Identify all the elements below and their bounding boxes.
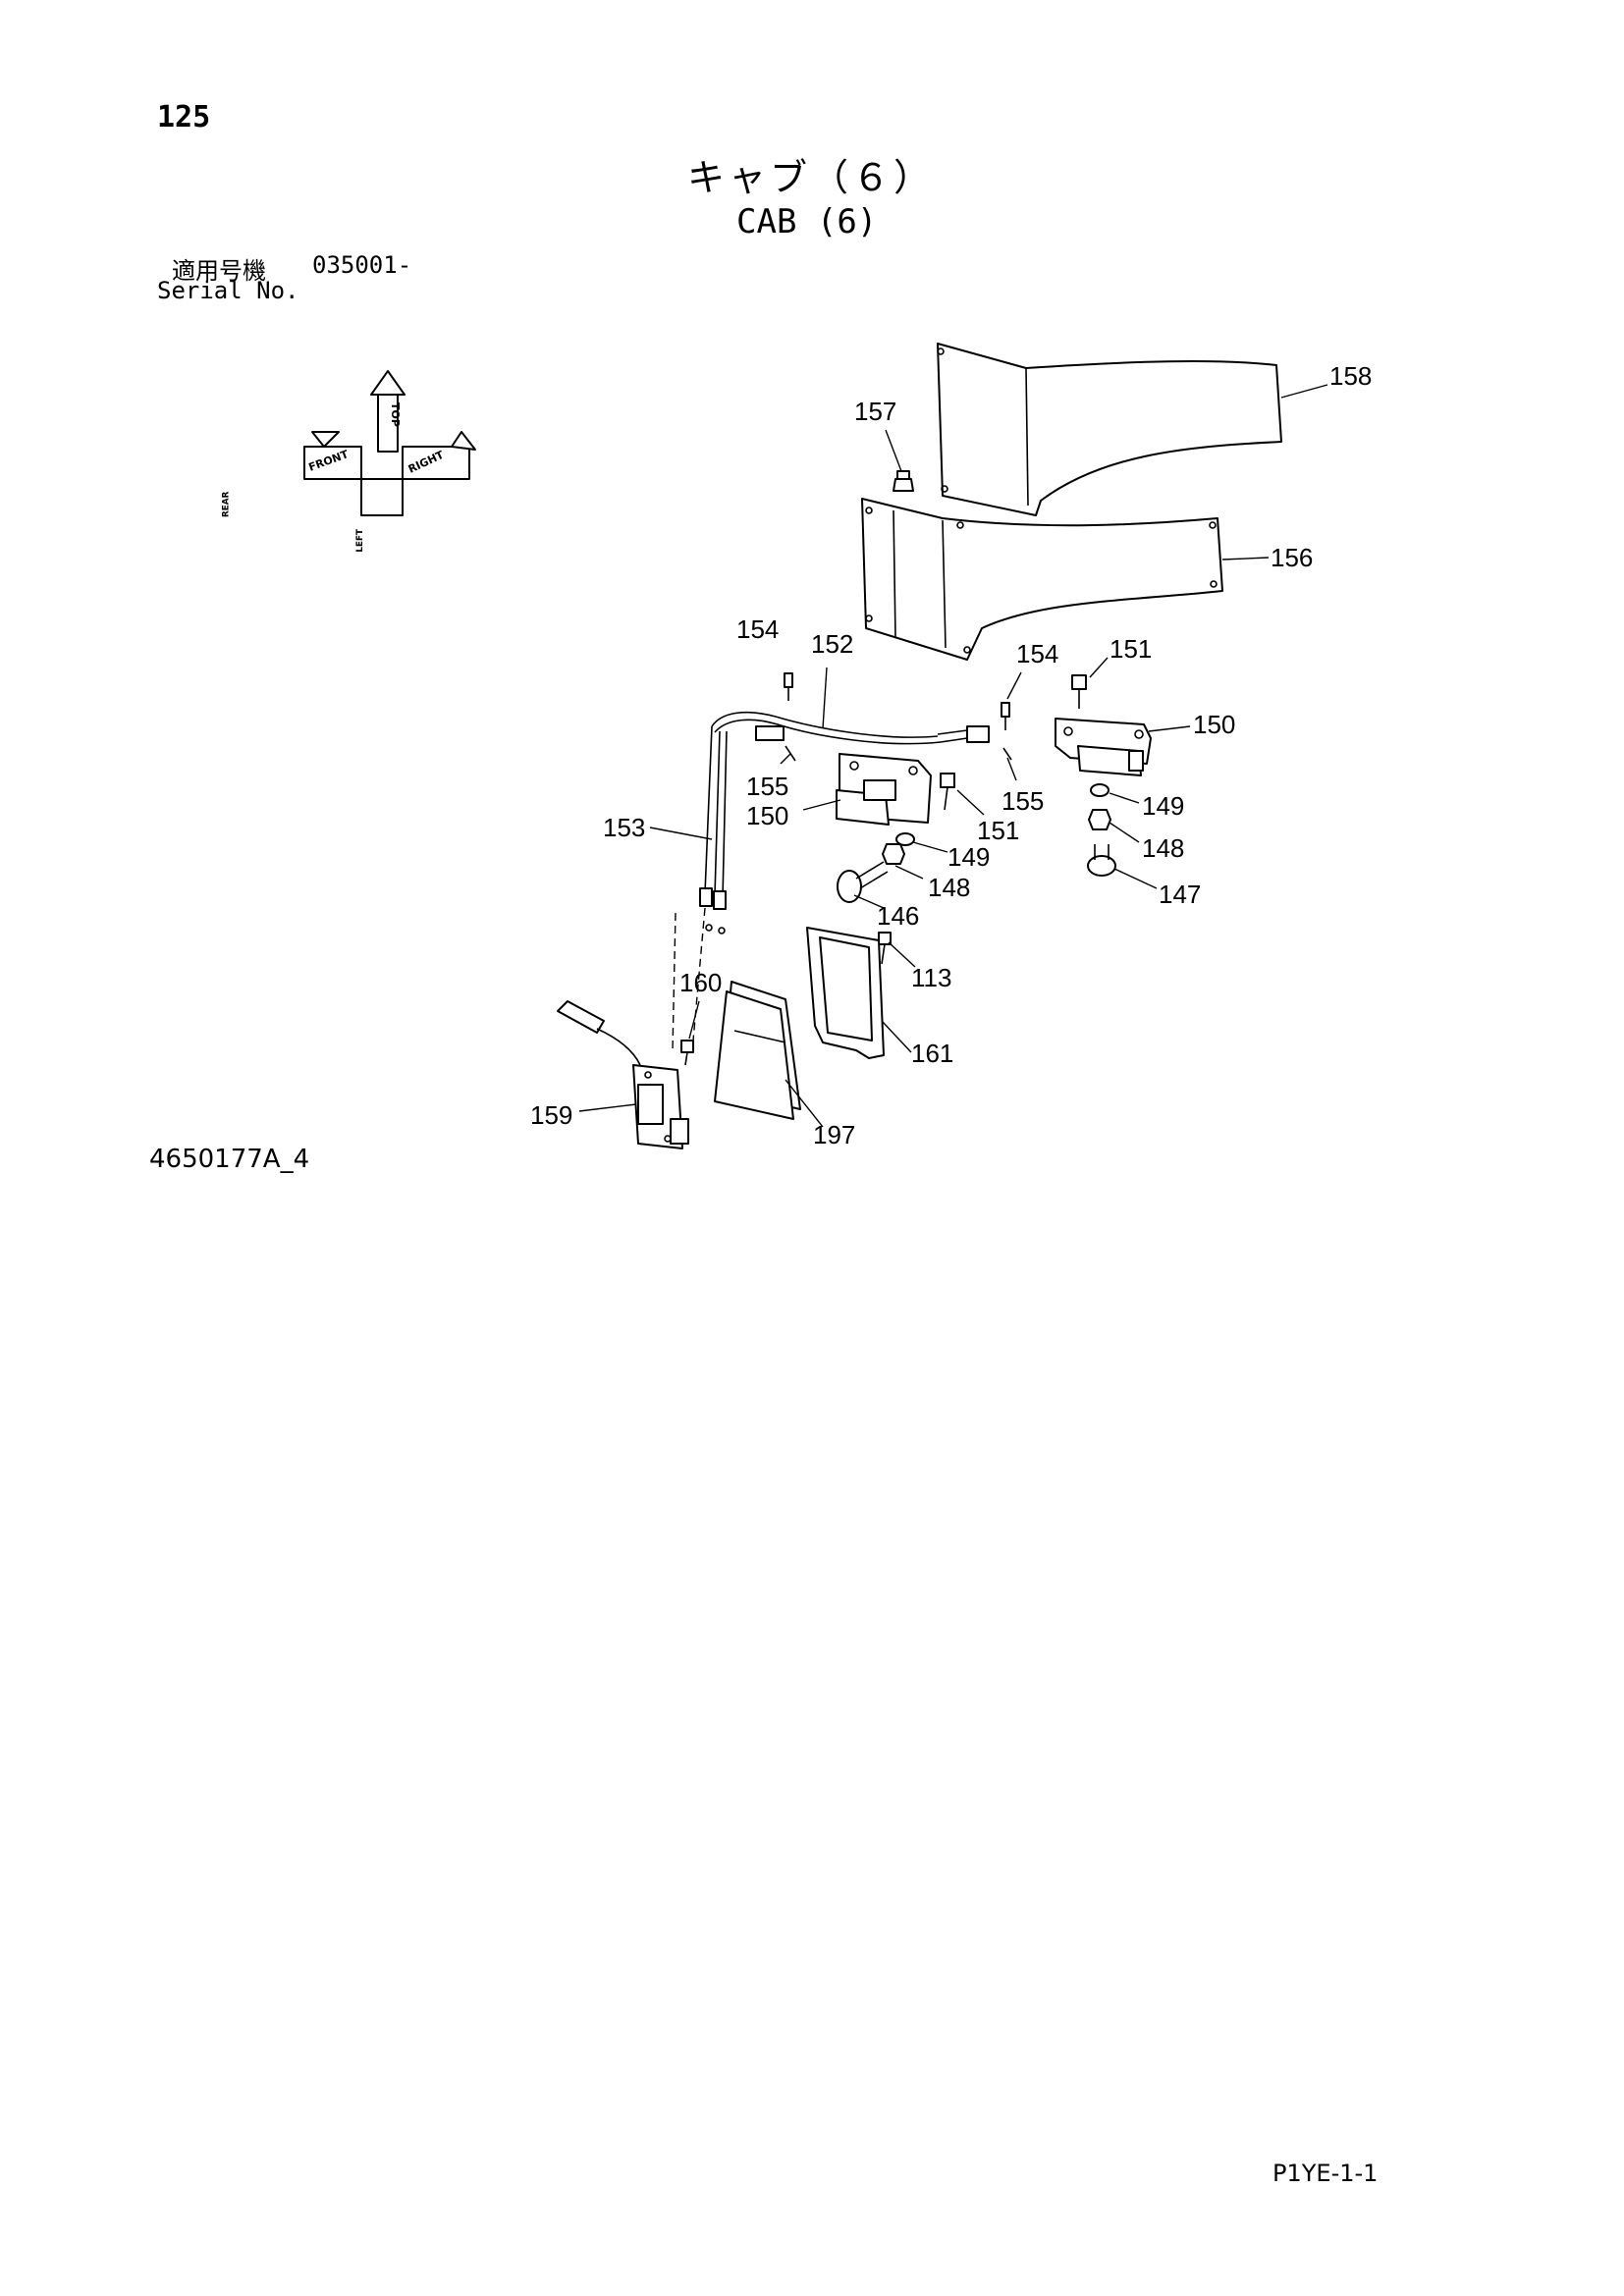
page-title-english: CAB (6)	[736, 202, 878, 241]
part-160-screw	[680, 1040, 694, 1066]
part-153-cable	[699, 725, 728, 934]
part-155-pin-left	[785, 745, 796, 762]
part-159-pedal	[557, 1000, 689, 1149]
orientation-left-arrowhead	[451, 431, 476, 451]
part-150-bracket-right	[1055, 718, 1152, 776]
part-150-bracket-center	[836, 753, 932, 826]
leader-113	[888, 941, 916, 968]
cable-connection-dash	[672, 912, 677, 1051]
callout-151-center: 151	[977, 816, 1019, 845]
leader-150-center	[802, 799, 841, 811]
leader-149-center	[912, 841, 948, 853]
callout-153: 153	[603, 813, 645, 842]
callout-149-center: 149	[947, 842, 990, 872]
orientation-base-face	[360, 478, 404, 516]
leader-148-right	[1109, 822, 1140, 843]
callout-155-right: 155	[1001, 786, 1044, 816]
leader-151-center	[956, 789, 985, 816]
part-197-sheet	[714, 981, 801, 1120]
leader-156	[1221, 557, 1270, 561]
page-code: P1YE-1-1	[1272, 2160, 1379, 2187]
leader-152	[822, 667, 828, 729]
callout-161: 161	[911, 1039, 953, 1068]
leader-149-right	[1109, 792, 1140, 804]
cable-connection-dash-2	[692, 907, 706, 1041]
leader-160	[688, 1000, 700, 1040]
callout-160: 160	[679, 968, 722, 997]
part-147-knob	[1087, 844, 1116, 877]
leader-197	[785, 1079, 824, 1128]
callout-146: 146	[877, 901, 919, 931]
page-title-japanese: キャブ（６）	[687, 156, 936, 199]
callout-158: 158	[1329, 361, 1372, 391]
orientation-top-label: TOP	[389, 402, 402, 427]
callout-197: 197	[813, 1120, 855, 1149]
part-154-screw-right	[1001, 702, 1010, 730]
part-151-bolt-right	[1071, 674, 1087, 709]
part-155-pin-right	[1002, 747, 1012, 761]
part-151-bolt-center	[940, 773, 955, 811]
callout-150-center: 150	[746, 801, 788, 830]
leader-148-center	[894, 865, 924, 880]
callout-147: 147	[1159, 880, 1201, 909]
callout-155-left: 155	[746, 772, 788, 801]
orientation-top-arrowhead	[370, 370, 406, 396]
leader-155-right	[1006, 757, 1017, 781]
callout-150-right: 150	[1193, 710, 1235, 739]
drawing-number: 4650177A_4	[149, 1145, 310, 1174]
serial-label-english: Serial No.	[157, 277, 299, 304]
leader-153	[649, 827, 713, 840]
callout-157: 157	[854, 397, 896, 426]
leader-161	[881, 1020, 912, 1053]
leader-155-left	[780, 753, 791, 765]
serial-label-japanese: 適用号機	[172, 257, 266, 285]
callout-148-right: 148	[1142, 833, 1184, 863]
leader-157	[885, 429, 902, 472]
part-149-washer-right	[1090, 783, 1110, 797]
part-157-screw	[893, 470, 914, 492]
part-148-nut-right	[1088, 809, 1111, 830]
part-161-holder	[806, 927, 885, 1059]
orientation-rear-label: REAR	[222, 491, 232, 517]
serial-number-range: 035001-	[312, 251, 412, 279]
callout-154-left: 154	[736, 614, 779, 644]
callout-113: 113	[911, 963, 951, 992]
leader-150-right	[1148, 725, 1191, 732]
orientation-left-label: LEFT	[355, 529, 365, 553]
part-154-screw-left	[784, 672, 793, 701]
part-152-cable	[711, 711, 990, 745]
part-149-washer-center	[895, 832, 915, 846]
callout-156: 156	[1271, 543, 1313, 572]
orientation-indicator: FRONT RIGHT TOP REAR LEFT	[222, 370, 476, 553]
leader-147	[1113, 868, 1158, 889]
callout-159: 159	[530, 1100, 572, 1130]
part-156-cover-panel	[861, 498, 1223, 661]
orientation-right-face	[402, 446, 470, 480]
orientation-rear-arrowhead	[311, 431, 340, 448]
callout-154-right: 154	[1016, 639, 1058, 668]
leader-159	[578, 1103, 637, 1112]
part-148-nut-center	[882, 843, 905, 865]
callout-148-center: 148	[928, 873, 970, 902]
page-number: 125	[157, 100, 211, 134]
callout-152: 152	[811, 629, 853, 659]
callout-151-right: 151	[1110, 634, 1152, 664]
part-146-knob	[837, 861, 889, 903]
leader-146	[853, 894, 885, 909]
callout-149-right: 149	[1142, 791, 1184, 821]
leader-158	[1280, 384, 1328, 399]
leader-154-right	[1006, 671, 1022, 700]
leader-151-right	[1089, 657, 1109, 678]
part-158-cover-panel	[937, 343, 1282, 516]
part-113-bolt	[878, 932, 892, 965]
